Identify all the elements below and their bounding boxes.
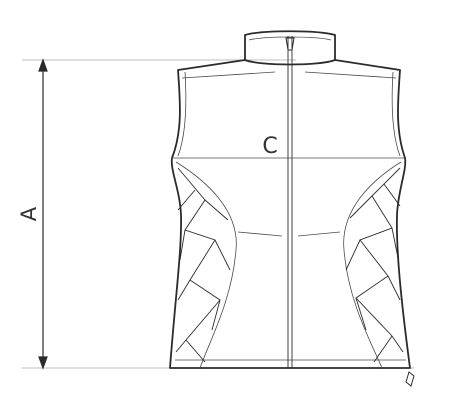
right-pocket-seam	[297, 231, 341, 237]
side-panel-pattern	[175, 167, 404, 363]
hem-zipper-tab	[405, 371, 415, 387]
zipper-pull	[285, 37, 295, 51]
dimension-arrow-a	[38, 58, 48, 370]
left-armhole-seam	[177, 71, 187, 157]
seam-lines	[172, 36, 406, 369]
height-label: A	[17, 206, 41, 221]
collar	[244, 30, 336, 66]
left-panel-pattern	[175, 167, 231, 363]
yoke-seam	[181, 71, 397, 79]
left-side-panel-seam	[175, 161, 237, 369]
collar-seam	[248, 36, 332, 41]
guide-lines	[22, 59, 414, 369]
vest-body	[169, 30, 411, 369]
left-pocket-seam	[237, 231, 283, 237]
arrow-head-top	[38, 58, 48, 72]
right-armhole-seam	[391, 71, 401, 157]
zipper	[285, 36, 415, 387]
arrow-head-bottom	[38, 356, 48, 370]
vest-left-outline	[169, 59, 290, 369]
right-side-panel-seam	[343, 161, 402, 369]
chest-label: C	[262, 134, 277, 159]
right-panel-pattern	[345, 167, 404, 363]
vest-right-outline	[290, 59, 411, 369]
